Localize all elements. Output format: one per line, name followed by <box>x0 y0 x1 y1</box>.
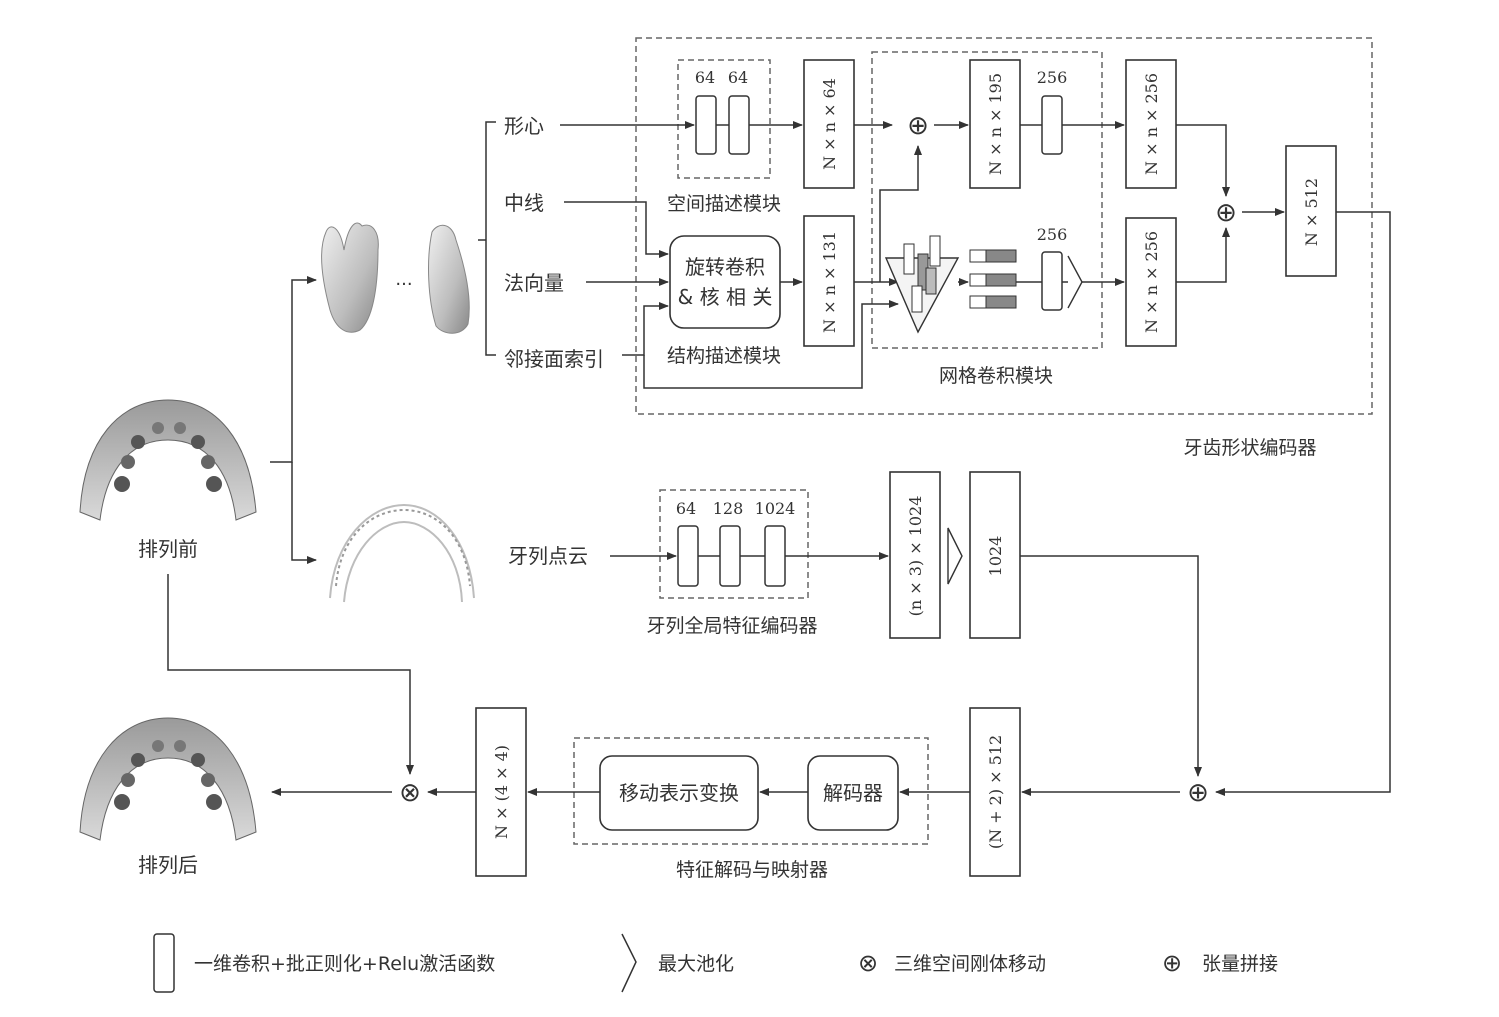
label-midline: 中线 <box>504 191 544 215</box>
tensor-n2-512-label: (N + 2) × 512 <box>986 735 1005 849</box>
tensor-n3-1024 <box>889 471 941 639</box>
tensor-n44 <box>475 707 527 877</box>
tensor-nn131 <box>803 215 855 347</box>
arrow-n512-concat <box>1215 211 1391 796</box>
shape-encoder-label: 牙齿形状编码器 <box>1183 437 1316 459</box>
spatial-module-label: 空间描述模块 <box>667 193 781 215</box>
mesh-conv-frame <box>871 51 1103 349</box>
branch-to-teeth <box>270 276 317 463</box>
spatial-module-frame <box>677 59 771 179</box>
tensor-n3-1024-label: (n × 3) × 1024 <box>906 496 925 617</box>
conv-block <box>719 525 741 587</box>
teeth-bracket <box>478 121 496 356</box>
decoder-box <box>807 755 899 831</box>
tensor-nn131-label: N × n × 131 <box>820 231 839 333</box>
legend-concat-icon: ⊕ <box>1162 949 1182 977</box>
global-encoder-frame <box>659 489 809 599</box>
tensor-n2-512 <box>969 707 1021 877</box>
global-ch-64: 64 <box>676 499 696 518</box>
rotconv-label-2: & 核 相 关 <box>678 285 773 309</box>
arrow-1024-concat <box>1020 555 1202 777</box>
legend-rigid-icon: ⊗ <box>858 949 878 977</box>
mesh-ch-256a: 256 <box>1037 68 1068 87</box>
arrow-nn256a-concat <box>1176 124 1230 197</box>
tensor-nn256b <box>1125 217 1177 347</box>
arrow-nn256b-concat <box>1176 227 1230 283</box>
tooth-images: ··· <box>321 222 470 334</box>
tensor-nn195 <box>969 59 1021 189</box>
conv-block <box>677 525 699 587</box>
legend-maxpool-label: 最大池化 <box>658 953 734 975</box>
tensor-1024 <box>969 471 1021 639</box>
tensor-n512-label: N × 512 <box>1302 178 1321 246</box>
mesh-conv-label: 网格卷积模块 <box>939 365 1053 387</box>
tensor-1024-label: 1024 <box>986 536 1005 577</box>
jaw-before-image <box>79 399 257 521</box>
tensor-nn195-label: N × n × 195 <box>986 73 1005 175</box>
label-adjacency: 邻接面索引 <box>504 347 604 371</box>
arrow-adjacency-mesh <box>643 300 899 389</box>
rotconv-box <box>669 235 781 329</box>
rotconv-label-1: 旋转卷积 <box>685 255 765 279</box>
shape-encoder-frame <box>635 37 1373 415</box>
legend: 一维卷积+批正则化+Relu激活函数 最大池化 ⊗ 三维空间刚体移动 ⊕ 张量拼… <box>153 933 1278 993</box>
tensor-nn256a <box>1125 59 1177 189</box>
motion-transform-box <box>599 755 759 831</box>
tensor-n512 <box>1285 145 1337 277</box>
point-cloud-image <box>329 503 475 603</box>
legend-maxpool-icon <box>621 933 637 993</box>
concat-symbol-2: ⊕ <box>1215 198 1237 228</box>
label-normal: 法向量 <box>504 271 564 295</box>
teeth-ellipsis: ··· <box>395 274 412 295</box>
conv-block <box>1041 251 1063 311</box>
global-ch-128: 128 <box>713 499 744 518</box>
tensor-nn256b-label: N × n × 256 <box>1142 231 1161 333</box>
maxpool-glyph <box>1067 255 1083 309</box>
legend-concat-label: 张量拼接 <box>1202 953 1278 975</box>
tensor-nn64-label: N × n × 64 <box>820 78 839 170</box>
label-point-cloud: 牙列点云 <box>508 544 588 568</box>
motion-transform-label: 移动表示变换 <box>619 781 739 805</box>
legend-conv-label: 一维卷积+批正则化+Relu激活函数 <box>194 953 495 975</box>
concat-symbol-1: ⊕ <box>907 111 929 141</box>
conv-block <box>764 525 786 587</box>
concat-symbol-3: ⊕ <box>1187 778 1209 808</box>
conv-block <box>728 95 750 155</box>
global-encoder-label: 牙列全局特征编码器 <box>646 615 817 637</box>
jaw-after-image <box>79 717 257 841</box>
arrow-nn131-concat <box>879 145 922 282</box>
branch-to-pointcloud <box>291 462 317 564</box>
decoder-label: 解码器 <box>823 781 883 805</box>
label-after: 排列后 <box>138 853 198 877</box>
spatial-ch-64b: 64 <box>728 68 748 87</box>
mesh-conv-visual <box>884 235 1042 334</box>
rigid-symbol: ⊗ <box>399 778 421 808</box>
conv-block <box>695 95 717 155</box>
arrow-adjacency <box>622 302 669 356</box>
conv-block <box>1041 95 1063 155</box>
tensor-n44-label: N × (4 × 4) <box>492 745 511 839</box>
tensor-nn256a-label: N × n × 256 <box>1142 73 1161 175</box>
maxpool-glyph <box>947 527 963 585</box>
legend-rigid-label: 三维空间刚体移动 <box>894 953 1046 975</box>
spatial-ch-64a: 64 <box>695 68 715 87</box>
mesh-ch-256b: 256 <box>1037 225 1068 244</box>
decoder-mapper-label: 特征解码与映射器 <box>676 859 828 881</box>
global-ch-1024: 1024 <box>755 499 796 518</box>
label-centroid: 形心 <box>504 114 544 138</box>
structural-module-label: 结构描述模块 <box>667 345 781 367</box>
label-before: 排列前 <box>138 537 198 561</box>
arrow-midline <box>564 201 669 258</box>
legend-conv-icon <box>153 933 175 993</box>
tensor-nn64 <box>803 59 855 189</box>
arrow-before-rigid <box>167 574 414 775</box>
